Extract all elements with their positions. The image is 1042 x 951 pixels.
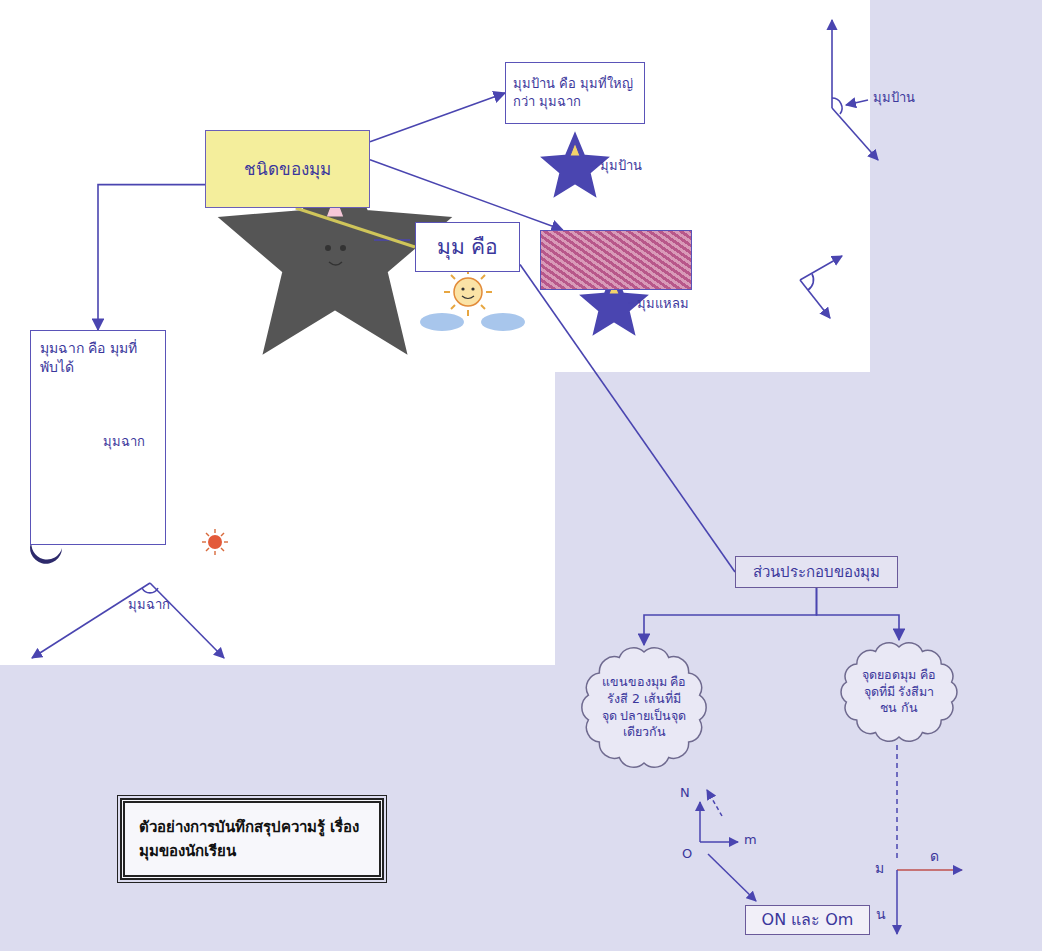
acute-angle-figure-part [800,256,842,280]
node-text: มุมป้าน คือ มุมที่ใหญ่ กว่า มุมฉาก [513,75,637,110]
obtuse-angle-figure [832,20,878,160]
sun-doodle-part [420,313,464,331]
big-star-character-part [325,245,331,251]
cloud-shape [582,648,706,767]
callout-label: m [744,832,757,848]
sun-doodle-part [444,291,450,293]
definition-box: มุมป้าน คือ มุมที่ใหญ่ กว่า มุมฉาก [505,62,645,124]
sun-doodle-part [481,275,485,279]
star-doodle-part [628,302,634,303]
sun-doodle-part [471,287,474,290]
moon-and-sun-doodle-part [206,548,209,551]
obtuse-angle-figure-part [832,108,878,160]
callout-label: ม [875,860,884,877]
ray-figure-part [700,841,738,843]
star-doodle-part [563,155,588,179]
node-text: ON และ Om [752,909,863,931]
ray-figure-part [707,790,722,816]
cloud-note: แขนของมุม คือ รังสี 2 เส้นที่มีจุด ปลายเ… [580,645,708,770]
node-text: มุม คือ [424,233,511,261]
node-text: แขนของมุม คือ รังสี 2 เส้นที่มีจุด ปลายเ… [600,674,688,742]
acute-angle-figure-part [808,274,814,290]
big-star-character-part [329,262,342,265]
moon-and-sun-doodle-part [202,541,206,542]
ray-figure-part [708,854,756,901]
moon-and-sun-doodle-part [214,529,215,533]
big-star-character-part [297,215,373,287]
moon-and-sun-doodle-part [202,529,228,555]
sun-doodle-part [481,305,485,309]
sun-doodle-part [462,296,474,299]
callout-label: มุมป้าน [873,90,915,106]
sun-doodle-part [486,291,492,293]
connector-arrow [296,208,415,247]
node-text: ส่วนประกอบของมุม [742,562,891,582]
node-text: ชนิดของมุม [214,158,361,181]
callout-label: น [876,906,886,923]
connector-arrow [644,588,817,645]
connector-arrow [520,265,735,573]
moon-and-sun-doodle-part [208,535,222,549]
cloud-note: จุดยอดมุม คือ จุดที่มี รังสีมาชน กัน [838,640,960,744]
right-angle-figure-part [142,588,158,593]
sun-doodle-part [444,268,492,316]
sun-doodle-part [467,310,469,316]
connector-arrow [98,185,205,330]
callout-label: มุมฉาก [128,597,170,613]
connector-arrow [370,93,505,142]
cloud-shape [841,643,957,742]
acute-angle-figure-part [800,280,830,318]
moon-and-sun-doodle-part [221,548,224,551]
category-box: ชนิดของมุม [205,130,370,208]
vertex-figure-part [897,869,962,871]
big-star-character-part [340,245,346,251]
connector-arrow [817,588,900,640]
moon-and-sun-doodle-part [206,533,209,536]
right-angle-figure-part [150,583,224,658]
right-angle-figure-part [32,583,150,658]
star-doodle-part [602,293,627,317]
right-angle-figure [32,583,224,658]
star-doodle-part [590,165,597,166]
moon-and-sun-doodle-part [224,541,228,542]
node-text: มุมฉาก คือ มุมที่ พับได้ [40,339,156,377]
obtuse-angle-figure-part [832,98,842,114]
star-doodle-part [570,143,580,156]
sun-doodle-part [451,305,455,309]
callout-label: ด [930,848,939,865]
acute-angle-figure [800,256,842,318]
callout-label: มุมป้าน [600,158,642,174]
vertex-figure-part [896,745,898,858]
answer-box: ON และ Om [745,905,870,935]
vertex-figure [897,745,962,934]
moon-and-sun-doodle-part [214,551,215,555]
obtuse-angle-figure-part [831,20,833,108]
sun-doodle-part [461,287,464,290]
node-text: จุดยอดมุม คือ จุดที่มี รังสีมาชน กัน [858,667,940,718]
callout-label: N [680,785,690,801]
topic-box: มุม คือ [415,222,520,272]
callout-label: มุมแหลม [637,296,689,312]
definition-box: มุมฉาก คือ มุมที่ พับได้มุมฉาก [30,330,166,545]
moon-and-sun-doodle-part [221,533,224,536]
caption-box: ตัวอย่างการบันทึกสรุปความรู้ เรื่องมุมขอ… [120,798,384,880]
sun-doodle-part [481,313,525,331]
ray-figure [700,790,756,901]
sun-doodle [420,268,525,331]
connector-arrow [370,160,563,230]
obtuse-angle-figure-part [846,100,868,105]
vertex-figure-part [896,870,898,934]
sun-doodle-part [454,278,482,306]
scribbled-box [540,230,692,290]
callout-label: O [682,846,692,862]
ray-figure-part [699,802,701,842]
node-text: มุมฉาก [103,433,145,451]
parts-box: ส่วนประกอบของมุม [735,556,898,588]
sun-doodle-part [451,275,455,279]
